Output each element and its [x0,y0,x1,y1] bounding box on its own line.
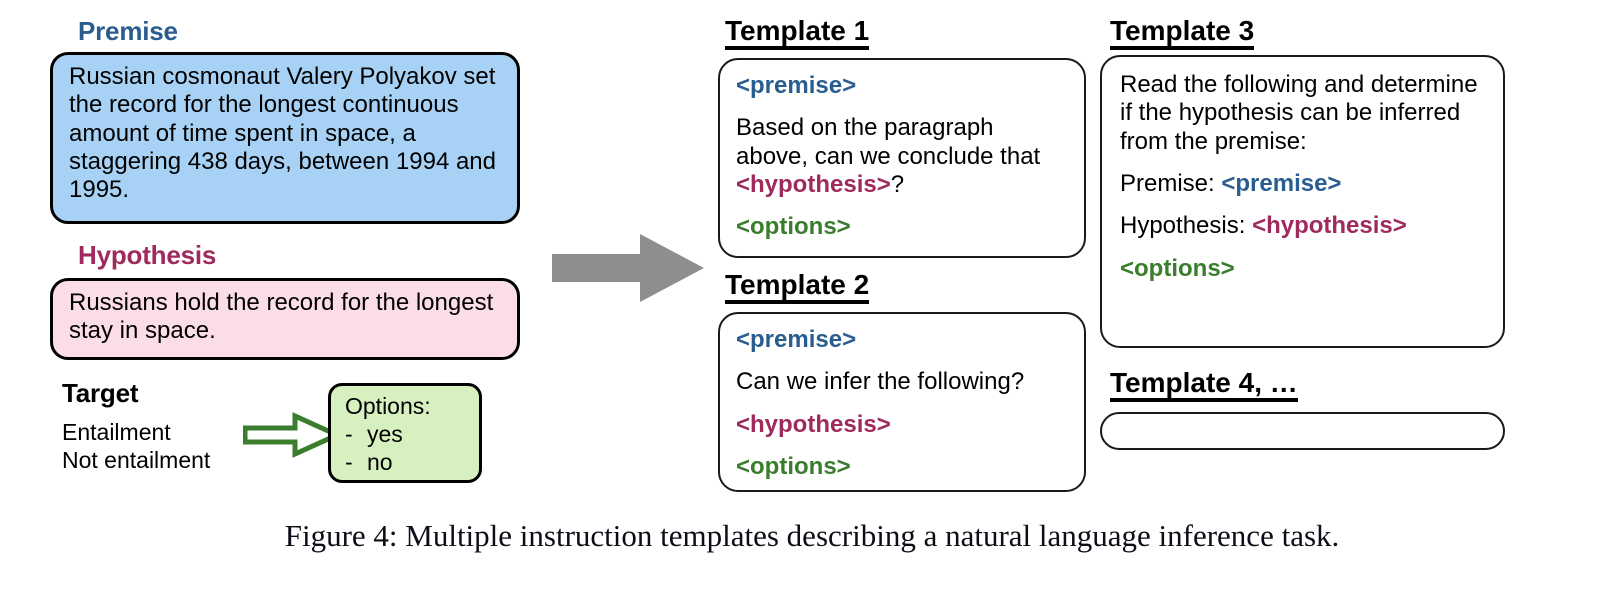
hypothesis-placeholder-tag: <hypothesis> [736,410,891,438]
template-3-box: Read the following and determine if the … [1100,55,1505,348]
target-label-entailment: Entailment [62,419,171,445]
template-4-header: Template 4, … [1110,368,1298,403]
hypothesis-text: Russians hold the record for the longest… [69,289,494,345]
options-item-no-label: no [367,449,393,476]
target-label-not-entailment: Not entailment [62,447,211,474]
target-header: Target [62,378,139,408]
template-line: Can we infer the following? [736,368,1070,396]
template-line: Premise: <premise> [1120,170,1489,198]
options-box: Options: -yes -no [328,383,482,483]
options-item-no: -no [345,448,469,476]
options-placeholder-tag: <options> [736,213,851,241]
premise-placeholder-tag: <premise> [736,326,857,353]
options-item-yes: -yes [345,420,469,448]
template-2-header: Template 2 [725,270,870,305]
hypothesis-placeholder-tag: <hypothesis> [736,170,891,198]
instruction-text: Can we infer the following? [736,368,1025,396]
template-line: <options> [736,453,1070,481]
options-placeholder-tag: <options> [1120,254,1235,282]
template-1-header-wrap: Template 1 [725,16,870,51]
template-line: <premise> [736,326,1070,354]
premise-box: Russian cosmonaut Valery Polyakov set th… [50,52,520,224]
premise-text: Russian cosmonaut Valery Polyakov set th… [69,63,496,204]
template-4-box-empty [1100,412,1505,450]
template-line: Based on the paragraph above, can we con… [736,114,1070,199]
template-2-header-wrap: Template 2 [725,270,870,305]
instruction-text: Based on the paragraph above, can we con… [736,114,1041,170]
options-placeholder-tag: <options> [736,452,851,480]
template-4-header-wrap: Template 4, … [1110,368,1298,403]
template-3-header: Template 3 [1110,16,1255,51]
options-dash: - [345,421,353,448]
template-line: Hypothesis: <hypothesis> [1120,212,1489,240]
instruction-text: Read the following and determine if the … [1120,71,1478,155]
options-title: Options: [345,393,431,419]
template-2-box: <premise> Can we infer the following? <h… [718,312,1086,492]
hypothesis-header: Hypothesis [78,240,217,270]
hypothesis-placeholder-tag: <hypothesis> [1252,212,1407,240]
hypothesis-box: Russians hold the record for the longest… [50,278,520,360]
template-line: Read the following and determine if the … [1120,71,1489,156]
figure-caption: Figure 4: Multiple instruction templates… [284,518,1340,553]
options-dash: - [345,449,353,476]
hypothesis-field-label: Hypothesis: [1120,212,1253,240]
premise-field-label: Premise: [1120,169,1222,197]
premise-placeholder-tag: <premise> [736,72,857,99]
options-item-yes-label: yes [367,421,403,448]
premise-header: Premise [78,16,178,46]
template-1-header: Template 1 [725,16,870,51]
green-arrow-icon [243,412,339,458]
template-line: <hypothesis> [736,411,1070,439]
template-line: <options> [1120,255,1489,283]
template-1-box: <premise> Based on the paragraph above, … [718,58,1086,258]
premise-placeholder-tag: <premise> [1221,169,1342,197]
template-line: <options> [736,213,1070,241]
template-line: <premise> [736,72,1070,100]
target-label-list: Entailment Not entailment [62,418,210,474]
flow-right-arrow-icon [552,234,704,302]
template-3-header-wrap: Template 3 [1110,16,1255,51]
instruction-text-tail: ? [890,170,905,198]
